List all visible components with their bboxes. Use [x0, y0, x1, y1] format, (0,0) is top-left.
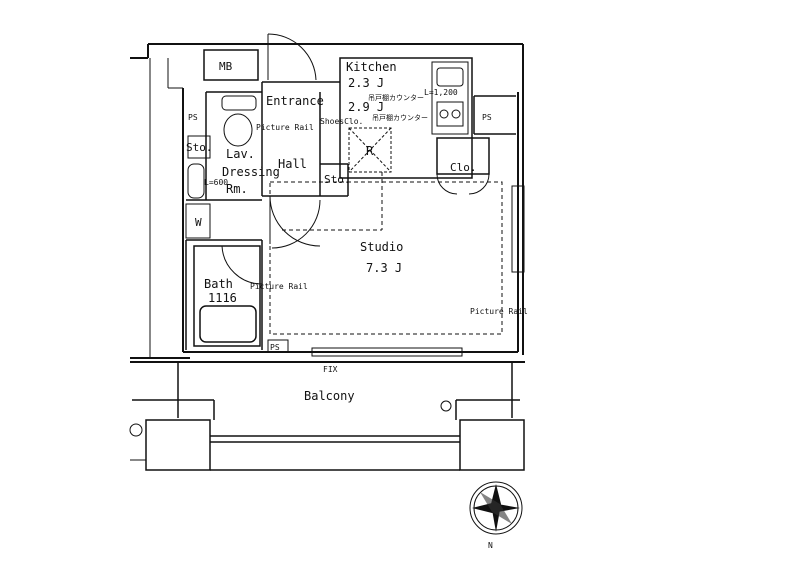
compass-north-label: N — [488, 541, 493, 550]
sto-lav-label: Sto. — [186, 141, 213, 154]
hall-doors — [269, 195, 321, 249]
sto-hall-label: Sto. — [324, 173, 351, 186]
kitchen-shelf-note-1: 吊戸棚カウンター — [368, 93, 424, 102]
bottom-window — [267, 339, 463, 357]
outer-walls — [130, 43, 525, 363]
closet — [436, 137, 490, 195]
compass-icon — [469, 481, 523, 535]
refrigerator-label: R — [366, 144, 374, 158]
dressing-label: Dressing — [222, 165, 280, 179]
hall-label: Hall — [278, 157, 307, 171]
picture-rail-studio: Picture Rail — [470, 307, 528, 316]
bathtub — [193, 245, 261, 347]
bath-size: 1116 — [208, 291, 237, 305]
studio-dashes — [269, 172, 503, 335]
balcony — [129, 362, 525, 471]
studio-label: Studio — [360, 240, 403, 254]
picture-rail-bath: Picture Rail — [250, 282, 308, 291]
ps-left-label: PS — [188, 113, 198, 122]
kitchen-fixtures — [431, 61, 469, 135]
fix-label: FIX — [323, 365, 338, 374]
kitchen-label: Kitchen — [346, 60, 397, 74]
mb-box — [203, 49, 259, 81]
ps-bottom-label: PS — [270, 343, 280, 352]
entrance-label: Entrance — [266, 94, 324, 108]
counter-length-label: L=1,200 — [424, 88, 458, 97]
lav-label: Lav. — [226, 147, 255, 161]
right-window — [511, 185, 525, 273]
interior-walls — [185, 57, 516, 350]
lavatory — [187, 95, 257, 159]
balcony-label: Balcony — [304, 389, 355, 403]
w-label: W — [195, 216, 202, 229]
entrance-door — [267, 33, 317, 81]
bath-door — [221, 245, 263, 285]
refrigerator — [348, 127, 392, 173]
studio-area: 7.3 J — [366, 261, 402, 275]
kitchen-area: 2.3 J — [348, 76, 384, 90]
washing-machine-area — [185, 163, 211, 239]
dressing-length-label: L=600 — [204, 178, 228, 187]
closet-label: Clo. — [450, 161, 477, 174]
picture-rail-entrance: Picture Rail — [256, 123, 314, 132]
mb-label: MB — [219, 60, 233, 73]
ps-right-label: PS — [482, 113, 492, 122]
shoes-closet-label: ShoesClo. — [320, 117, 363, 126]
kitchen-shelf-note-2: 吊戸棚カウンター — [372, 113, 428, 122]
left-column — [149, 58, 183, 358]
entrance-area: 2.9 J — [348, 100, 384, 114]
bath-label: Bath — [204, 277, 233, 291]
dressing-rm-label: Rm. — [226, 182, 248, 196]
